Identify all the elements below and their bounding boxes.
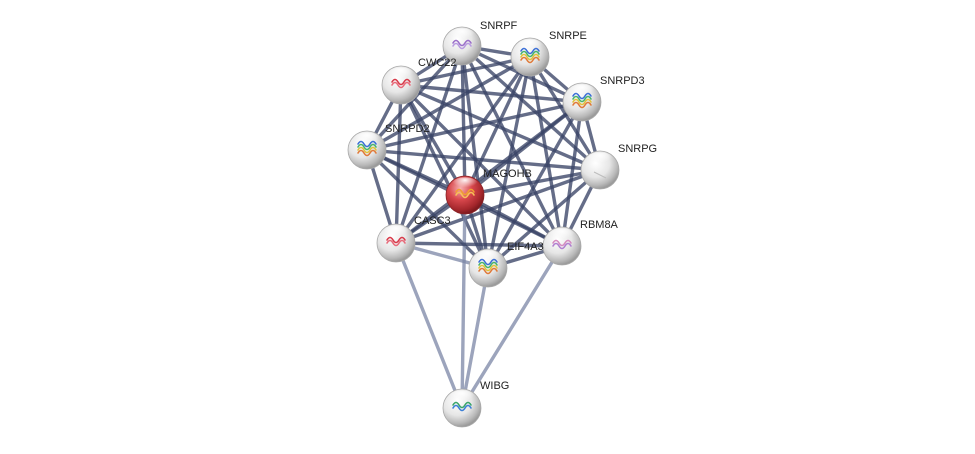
node-label-eif4a3: EIF4A3 [507, 241, 544, 253]
node-label-wibg: WIBG [480, 380, 509, 392]
node-snrpf[interactable]: SNRPF [442, 20, 518, 66]
edge-cwc22-eif4a3[interactable] [399, 83, 490, 270]
edge-snrpd3-snrpd2[interactable] [365, 100, 584, 152]
node-snrpd3[interactable]: SNRPD3 [562, 75, 645, 122]
node-rbm8a[interactable]: RBM8A [542, 219, 619, 266]
edge-snrpd3-eif4a3[interactable] [486, 100, 584, 270]
edge-snrpg-eif4a3[interactable] [486, 168, 602, 270]
edge-snrpe-rbm8a[interactable] [528, 55, 564, 248]
edge-casc3-rbm8a[interactable] [394, 241, 564, 248]
edge-eif4a3-wibg[interactable] [460, 266, 490, 410]
edge-snrpd2-eif4a3[interactable] [365, 148, 490, 270]
node-label-rbm8a: RBM8A [580, 219, 619, 231]
node-label-magohb: MAGOHB [483, 168, 532, 180]
node-highlight [353, 132, 381, 147]
edge-magohb-wibg[interactable] [460, 193, 467, 410]
edge-snrpe-cwc22[interactable] [399, 55, 532, 87]
edge-snrpd2-snrpg[interactable] [365, 148, 602, 172]
node-snrpg[interactable]: SNRPG [580, 143, 657, 190]
node-snrpe[interactable]: SNRPE [510, 30, 587, 77]
node-label-snrpg: SNRPG [618, 143, 657, 155]
node-highlight [448, 28, 476, 43]
edge-snrpg-magohb[interactable] [463, 168, 602, 197]
node-highlight [451, 177, 479, 192]
edge-cwc22-snrpd3[interactable] [399, 83, 584, 104]
protein-structure-icon [593, 171, 607, 179]
node-casc3[interactable]: CASC3 [376, 215, 451, 263]
node-label-snrpe: SNRPE [549, 30, 587, 42]
edge-snrpe-casc3[interactable] [394, 55, 532, 245]
node-highlight [387, 67, 415, 82]
node-highlight [474, 250, 502, 265]
node-wibg[interactable]: WIBG [442, 380, 509, 428]
node-label-snrpf: SNRPF [480, 20, 518, 32]
edge-rbm8a-wibg[interactable] [460, 244, 564, 410]
node-highlight [586, 152, 614, 167]
edge-casc3-wibg[interactable] [394, 241, 464, 410]
node-snrpd2[interactable]: SNRPD2 [347, 123, 430, 170]
node-label-casc3: CASC3 [414, 215, 451, 227]
edge-cwc22-magohb[interactable] [399, 83, 467, 197]
node-highlight [448, 390, 476, 405]
node-highlight [516, 39, 544, 54]
node-highlight [568, 84, 596, 99]
node-label-cwc22: CWC22 [418, 57, 457, 69]
node-highlight [382, 225, 410, 240]
node-highlight [548, 228, 576, 243]
edge-cwc22-snrpg[interactable] [399, 83, 602, 172]
node-magohb[interactable]: MAGOHB [445, 168, 532, 215]
node-label-snrpd2: SNRPD2 [385, 123, 430, 135]
edge-cwc22-rbm8a[interactable] [399, 83, 564, 248]
node-eif4a3[interactable]: EIF4A3 [468, 241, 544, 288]
node-cwc22[interactable]: CWC22 [381, 57, 457, 105]
edge-snrpg-casc3[interactable] [394, 168, 602, 245]
node-label-snrpd3: SNRPD3 [600, 75, 645, 87]
